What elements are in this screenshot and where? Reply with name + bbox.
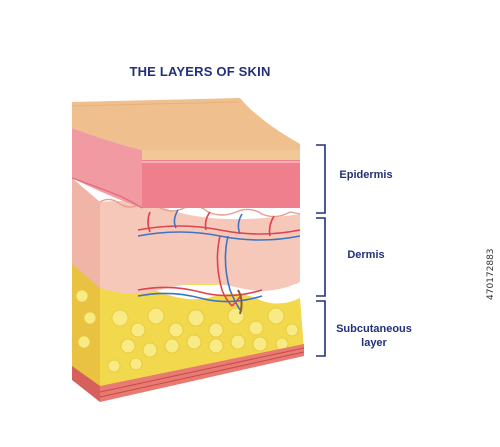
dermis-left-face bbox=[72, 178, 100, 288]
bracket-subcutaneous bbox=[316, 300, 326, 357]
hair-follicle bbox=[237, 289, 243, 315]
diagram-title: THE LAYERS OF SKIN bbox=[129, 64, 271, 79]
label-epidermis: Epidermis bbox=[339, 169, 393, 181]
dermis-front-face bbox=[100, 201, 300, 294]
layer-brackets bbox=[316, 144, 326, 357]
blood-vessels bbox=[137, 209, 301, 311]
stratum-corneum bbox=[142, 150, 300, 160]
label-subcutaneous-line1: Subcutaneous bbox=[336, 323, 412, 335]
epidermis-left-face bbox=[72, 128, 142, 208]
bracket-dermis bbox=[316, 217, 326, 297]
epidermis-front-face bbox=[142, 160, 300, 208]
epidermis-block bbox=[71, 98, 300, 209]
label-dermis: Dermis bbox=[347, 249, 385, 261]
stock-id-watermark: 470172883 bbox=[486, 248, 496, 300]
label-subcutaneous-line2: layer bbox=[361, 337, 387, 349]
label-subcutaneous: Subcutaneous layer bbox=[334, 322, 414, 350]
skin-top-surface bbox=[72, 98, 300, 150]
dermis-block bbox=[72, 178, 301, 315]
fat-lobules bbox=[75, 289, 299, 373]
bracket-epidermis bbox=[316, 144, 326, 214]
